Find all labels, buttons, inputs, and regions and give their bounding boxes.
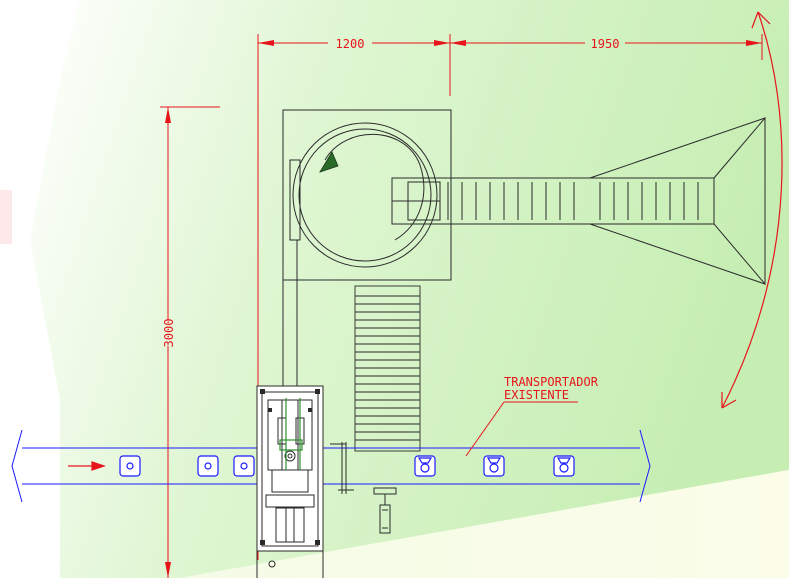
chute-assembly <box>391 116 766 286</box>
dimension-label-top-right: 1950 <box>591 37 620 51</box>
dimension-arrowheads <box>165 40 762 578</box>
pink-highlight-box <box>0 190 12 244</box>
green-background-area <box>30 0 789 578</box>
chute-slats <box>447 182 699 220</box>
swing-arc-icon <box>721 11 783 409</box>
machine-bolts <box>260 389 320 545</box>
machine-frame <box>256 385 324 578</box>
product-carriers-loaded <box>414 455 575 477</box>
light-bottom-area <box>180 470 789 578</box>
roller-table <box>354 285 421 452</box>
carrier <box>483 455 505 477</box>
side-guide-bracket <box>330 442 354 494</box>
product-carriers-empty <box>119 455 255 477</box>
carrier <box>197 455 219 477</box>
annotation-leader <box>465 401 578 457</box>
carrier <box>553 455 575 477</box>
carrier <box>414 455 436 477</box>
dimension-lines <box>160 34 763 578</box>
conveyor-break-right <box>639 429 651 503</box>
existing-conveyor <box>11 429 651 503</box>
dimension-label-vertical: 3000 <box>162 319 176 348</box>
annotation-line-2: EXISTENTE <box>504 388 569 402</box>
flow-direction-arrow-icon <box>68 461 106 471</box>
dimension-label-top-left: 1200 <box>336 37 365 51</box>
turntable-unit <box>282 109 452 390</box>
conveyor-break-left <box>11 429 23 503</box>
machine-green-details <box>279 398 303 470</box>
carrier <box>233 455 255 477</box>
annotation-line-1: TRANSPORTADOR <box>504 375 599 389</box>
carrier <box>119 455 141 477</box>
pneumatic-cylinder <box>373 487 397 534</box>
